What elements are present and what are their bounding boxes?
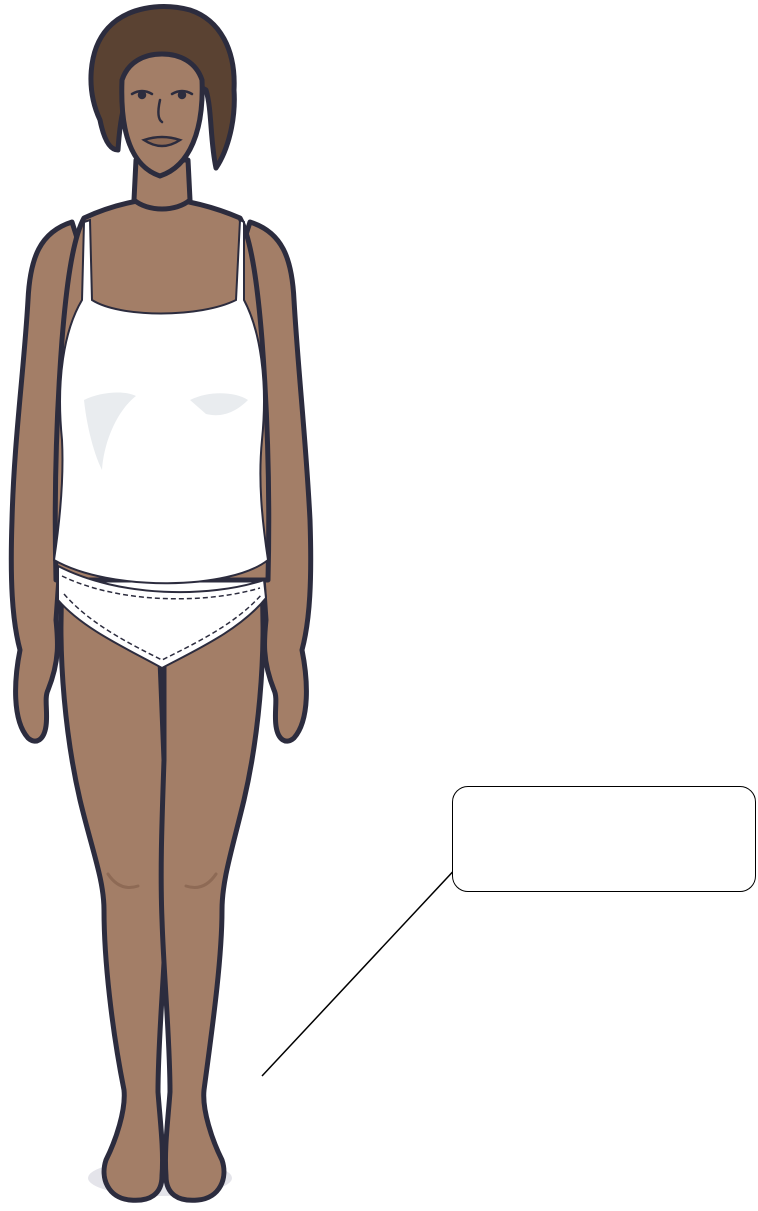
pupil-left (139, 92, 145, 98)
leg-right (161, 590, 263, 1200)
face (122, 54, 202, 176)
label-box[interactable] (452, 786, 756, 892)
pupil-right (179, 92, 185, 98)
pointer-line (262, 864, 460, 1076)
leg-left (61, 590, 167, 1200)
